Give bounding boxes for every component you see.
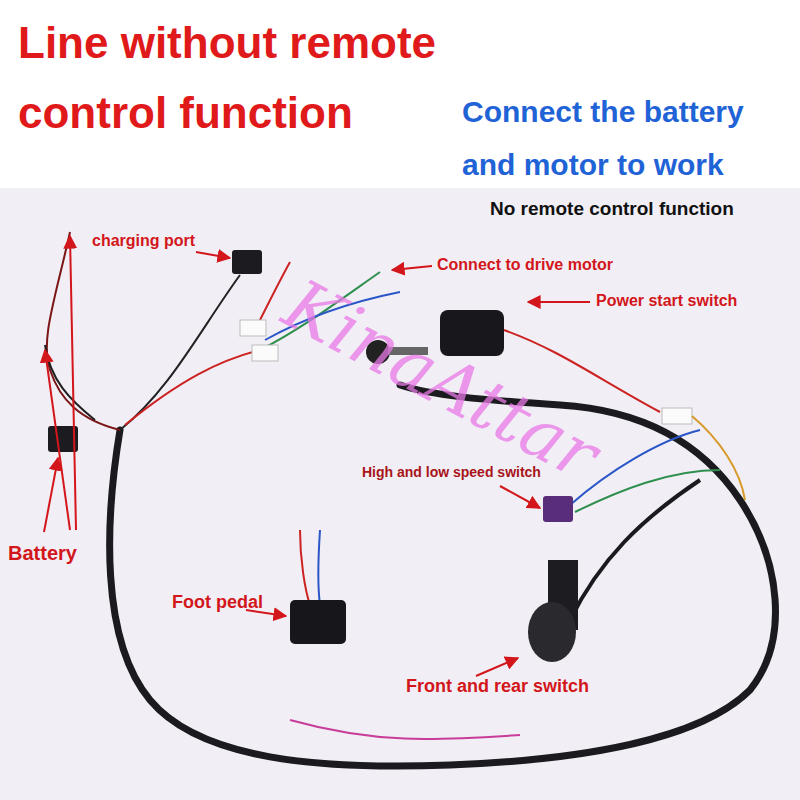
cable-sleeve [290, 720, 520, 739]
photo-ground [0, 188, 800, 800]
white-connector [252, 345, 278, 361]
wire [120, 275, 240, 430]
charging-port [232, 250, 262, 274]
part-label: Foot pedal [172, 592, 263, 613]
part-label: Connect to drive motor [437, 256, 613, 274]
part-label: Front and rear switch [406, 676, 589, 697]
leader-line [528, 301, 590, 303]
battery-wire [47, 232, 120, 430]
leader-line [44, 458, 58, 532]
part-label: charging port [92, 232, 195, 250]
wire [300, 530, 310, 605]
part-label: Battery [8, 542, 77, 565]
gear-knob [528, 602, 576, 662]
leader-line [70, 236, 76, 530]
wire [125, 350, 260, 425]
foot-pedal [290, 600, 346, 644]
leader-line [196, 252, 230, 258]
speed-switch [543, 496, 573, 522]
note: No remote control function [490, 198, 734, 220]
white-connector [240, 320, 266, 336]
white-connector [662, 408, 692, 424]
subtitle: Connect the battery and motor to work [462, 86, 794, 191]
wire [319, 530, 321, 605]
leader-line [500, 486, 540, 508]
main-cable [110, 385, 776, 766]
leader-line [476, 658, 518, 676]
leader-line [392, 266, 432, 270]
title: Line without remote control function [18, 8, 488, 149]
wire [570, 480, 700, 620]
part-label: Power start switch [596, 292, 737, 310]
part-label: High and low speed switch [362, 464, 541, 480]
wire [692, 416, 745, 500]
wire [575, 470, 720, 512]
